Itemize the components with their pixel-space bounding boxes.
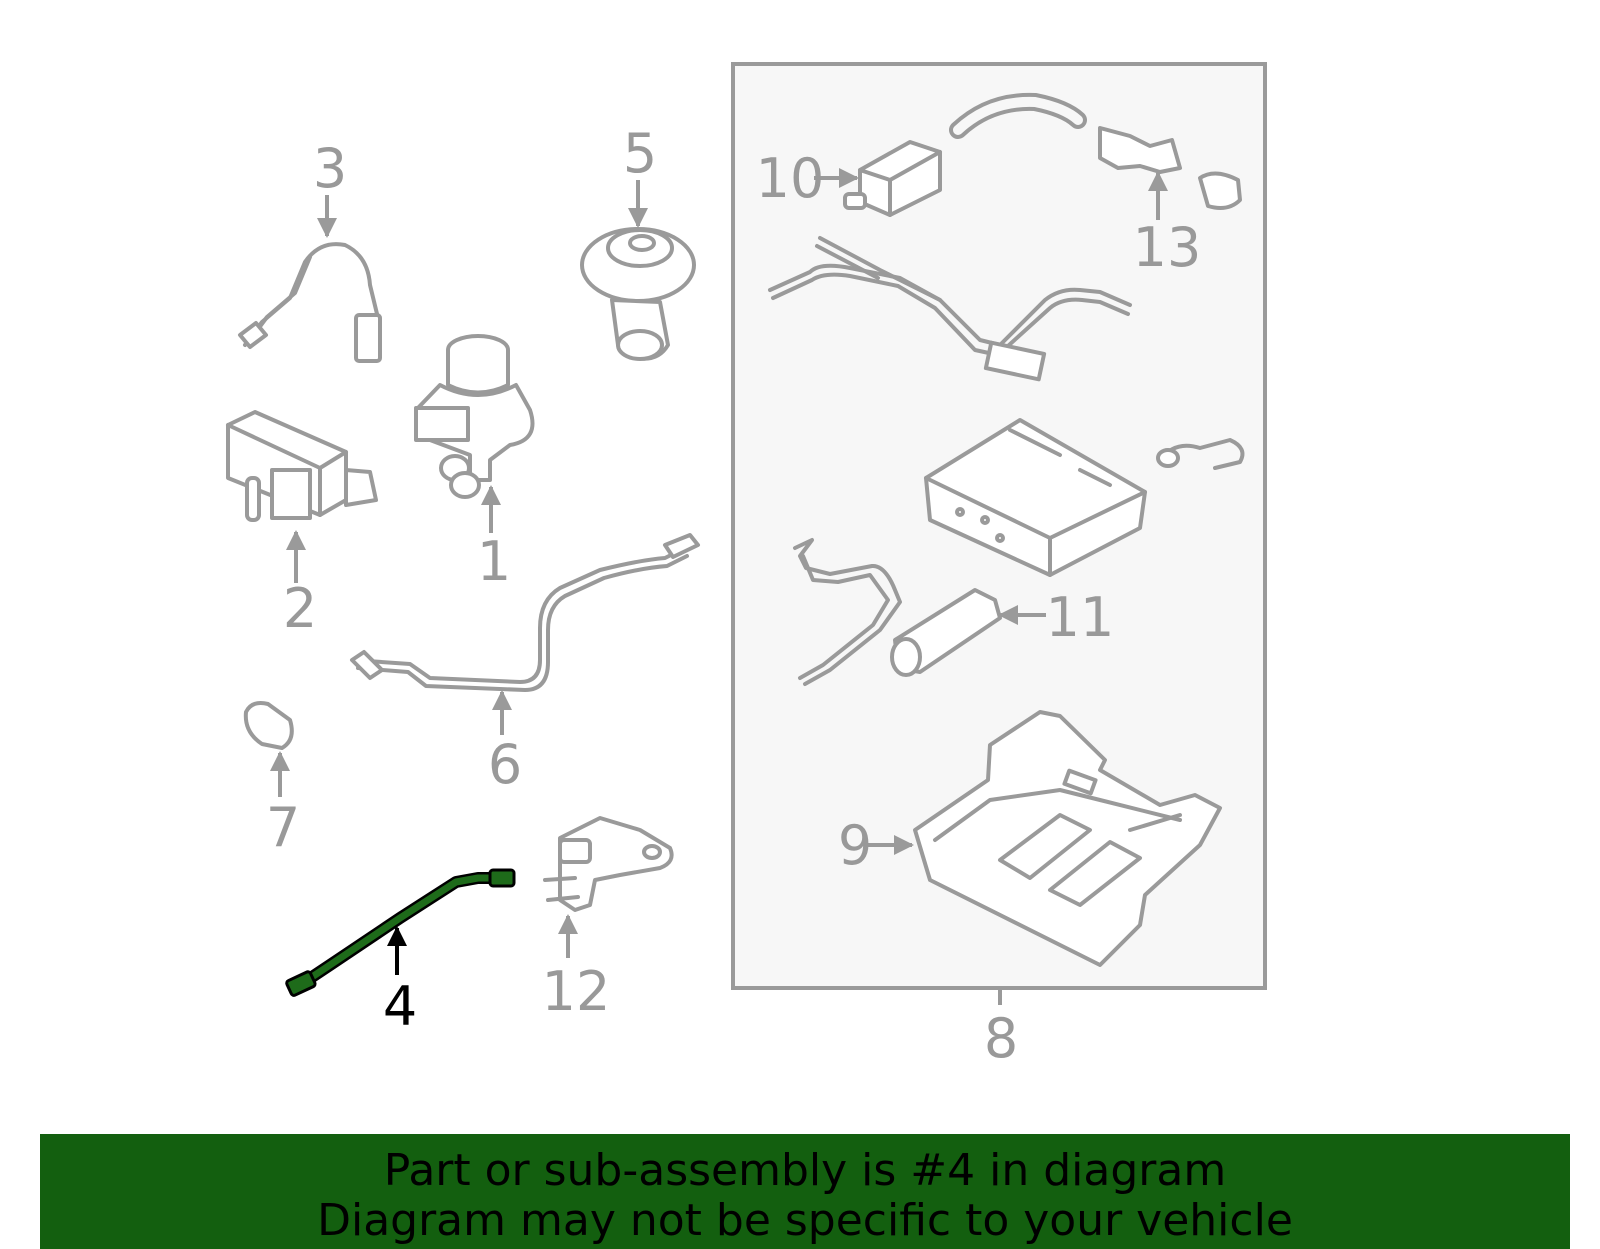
callout-13: 13 bbox=[1133, 216, 1202, 279]
callout-7: 7 bbox=[266, 796, 300, 859]
callout-12: 12 bbox=[542, 960, 611, 1023]
part-1-solenoid-valve bbox=[414, 334, 535, 533]
callout-6: 6 bbox=[488, 733, 522, 796]
callout-10: 10 bbox=[756, 147, 825, 210]
banner-line-2: Diagram may not be specific to your vehi… bbox=[317, 1195, 1293, 1246]
callout-2: 2 bbox=[283, 577, 317, 640]
part-4-oxygen-sensor-highlighted bbox=[285, 868, 516, 997]
callout-4: 4 bbox=[383, 975, 417, 1038]
callout-9: 9 bbox=[838, 814, 872, 877]
callout-3: 3 bbox=[313, 137, 347, 200]
part-13-check-valve bbox=[1098, 126, 1242, 220]
callout-8: 8 bbox=[984, 1007, 1018, 1070]
hose-upper bbox=[949, 92, 1087, 139]
part-2-pressure-sensor bbox=[226, 410, 378, 583]
charcoal-canister bbox=[924, 418, 1245, 577]
part-7-switch bbox=[243, 701, 294, 797]
part-11-fuel-filter bbox=[890, 588, 1046, 677]
vapor-tube-assembly bbox=[768, 236, 1132, 382]
info-banner: Part or sub-assembly is #4 in diagram Di… bbox=[40, 1134, 1570, 1249]
part-3-oxygen-sensor bbox=[238, 195, 382, 363]
callout-5: 5 bbox=[623, 122, 657, 185]
part-12-vacuum-solenoid bbox=[543, 816, 674, 958]
callout-1: 1 bbox=[477, 530, 511, 593]
part-6-sensor-wire bbox=[350, 533, 700, 735]
part-5-egr-valve bbox=[580, 180, 696, 361]
banner-line-1: Part or sub-assembly is #4 in diagram bbox=[383, 1145, 1227, 1196]
canister-hose bbox=[793, 538, 902, 686]
part-10-purge-valve bbox=[814, 140, 942, 217]
callout-11: 11 bbox=[1046, 586, 1115, 649]
part-9-shield bbox=[866, 710, 1222, 967]
